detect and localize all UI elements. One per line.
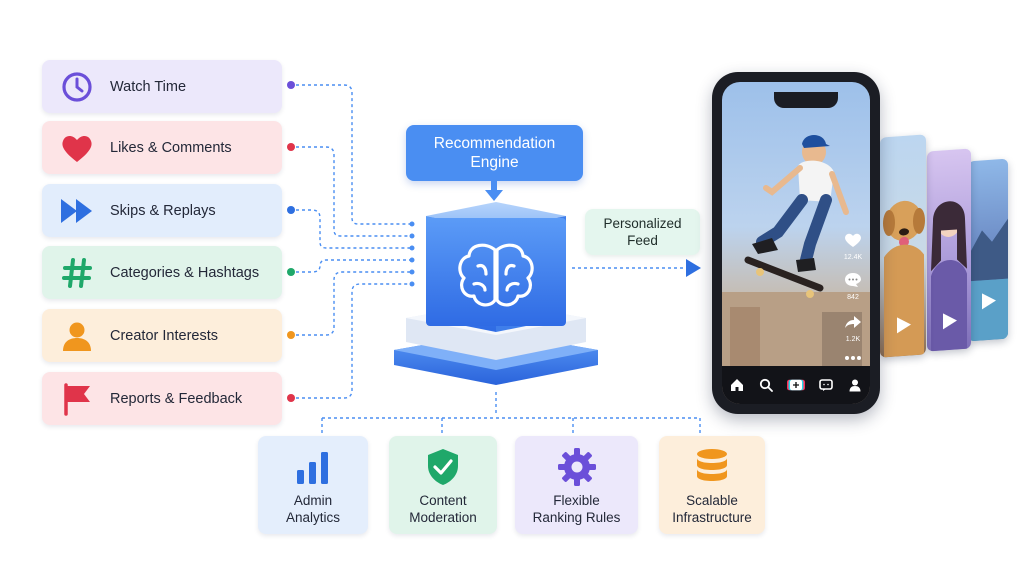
person-icon: [58, 317, 96, 355]
profile-icon[interactable]: [846, 376, 864, 394]
more-icon: [845, 356, 861, 360]
home-icon[interactable]: [728, 376, 746, 394]
like-action[interactable]: 12.4K: [842, 232, 864, 261]
bar-chart-icon: [297, 452, 328, 484]
feature-label: Scalable Infrastructure: [672, 493, 752, 525]
signal-dot: [287, 143, 295, 151]
shares-count: 1.2K: [845, 336, 861, 343]
shield-check-icon: [428, 449, 458, 485]
engine-title: Recommendation Engine: [433, 135, 556, 171]
signal-dot: [287, 394, 295, 402]
brain-icon: [458, 243, 534, 307]
signal-card-creator-interests: Creator Interests: [42, 309, 282, 362]
signal-card-skips-replays: Skips & Replays: [42, 184, 282, 237]
signal-label: Creator Interests: [110, 327, 218, 344]
share-icon: [845, 316, 861, 328]
signal-dot: [287, 81, 295, 89]
phone-bottom-nav: [722, 366, 870, 404]
preview-card-dog: [880, 134, 926, 358]
flag-icon: [58, 380, 96, 418]
feature-label: Flexible Ranking Rules: [532, 493, 621, 525]
signal-label: Watch Time: [110, 78, 187, 95]
feature-label: Admin Analytics: [285, 493, 341, 525]
signal-card-watch-time: Watch Time: [42, 60, 282, 113]
phone-notch: [774, 92, 838, 108]
feature-card-scalable-infrastructure: Scalable Infrastructure: [659, 436, 765, 534]
signal-dot: [287, 268, 295, 276]
signal-label: Likes & Comments: [110, 139, 232, 156]
gear-icon: [557, 448, 596, 486]
play-icon: [943, 313, 957, 330]
fast-forward-icon: [58, 192, 96, 230]
signal-dot: [287, 206, 295, 214]
clock-icon: [58, 68, 96, 106]
feed-title: Personalized Feed: [603, 216, 682, 248]
feed-arrow-head: [686, 259, 701, 277]
play-icon: [982, 293, 996, 310]
feature-card-flexible-ranking: Flexible Ranking Rules: [515, 436, 638, 534]
phone-screen: 12.4K 842 1.2K: [722, 82, 870, 404]
play-icon: [897, 317, 911, 334]
personalized-feed-label: Personalized Feed: [585, 209, 700, 255]
comment-action[interactable]: 842: [842, 272, 864, 301]
engine-label: Recommendation Engine: [406, 125, 583, 181]
feature-card-content-moderation: Content Moderation: [389, 436, 497, 534]
signal-label: Categories & Hashtags: [110, 264, 260, 281]
signal-label: Reports & Feedback: [110, 390, 243, 407]
share-action[interactable]: 1.2K: [842, 314, 864, 343]
feature-card-admin-analytics: Admin Analytics: [258, 436, 368, 534]
preview-card-portrait: [927, 148, 971, 352]
heart-icon: [58, 129, 96, 167]
heart-icon: [845, 233, 861, 247]
signal-card-categories-hashtags: Categories & Hashtags: [42, 246, 282, 299]
database-icon: [697, 449, 727, 481]
phone-mockup: 12.4K 842 1.2K: [712, 72, 880, 414]
preview-card-landscape: [968, 158, 1008, 342]
engine-label-stem: [485, 180, 503, 201]
feature-label: Content Moderation: [409, 493, 477, 525]
inbox-icon[interactable]: [817, 376, 835, 394]
signal-label: Skips & Replays: [110, 202, 216, 219]
search-icon[interactable]: [757, 376, 775, 394]
more-action[interactable]: [842, 348, 864, 366]
signal-card-likes-comments: Likes & Comments: [42, 121, 282, 174]
hashtag-icon: [58, 254, 96, 292]
skateboarder-photo: [722, 135, 870, 367]
comment-icon: [845, 273, 861, 287]
signal-card-reports-feedback: Reports & Feedback: [42, 372, 282, 425]
signal-dot: [287, 331, 295, 339]
create-icon[interactable]: [786, 376, 805, 394]
engine-cube: [394, 202, 598, 385]
comments-count: 842: [847, 294, 859, 301]
likes-count: 12.4K: [843, 254, 863, 261]
